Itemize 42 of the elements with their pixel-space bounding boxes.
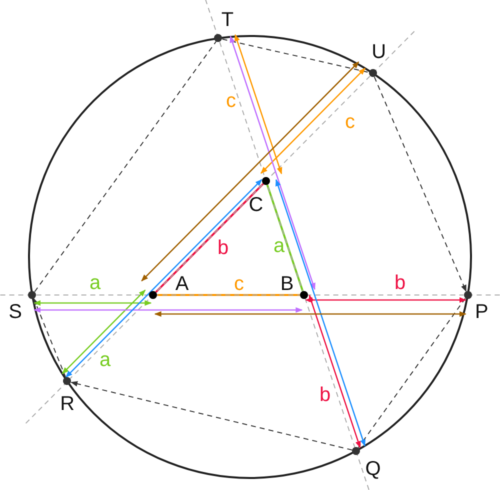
dashed-line bbox=[222, 38, 370, 73]
point-label: R bbox=[59, 393, 76, 416]
dashed-line bbox=[33, 298, 66, 378]
edge-label: b bbox=[393, 272, 407, 294]
length-arrow bbox=[308, 294, 361, 448]
edge-label: a bbox=[272, 235, 286, 257]
point-label: T bbox=[220, 9, 235, 32]
length-arrow bbox=[154, 311, 466, 317]
length-arrow bbox=[260, 68, 366, 174]
point-label: C bbox=[248, 194, 264, 216]
dashed-line bbox=[34, 41, 217, 292]
dashed-line bbox=[374, 76, 467, 292]
edge-label: c bbox=[225, 90, 237, 112]
edge-label: a bbox=[98, 349, 112, 371]
dashed-line bbox=[358, 298, 466, 448]
point-label: A bbox=[174, 273, 190, 295]
triangle-side bbox=[155, 183, 264, 293]
length-arrow bbox=[305, 297, 466, 303]
length-arrow bbox=[62, 290, 146, 374]
edge-label: c bbox=[233, 273, 245, 295]
dashed-line bbox=[70, 381, 353, 450]
triangle-side bbox=[266, 184, 304, 292]
edge-label: b bbox=[216, 237, 230, 259]
length-arrow bbox=[275, 179, 366, 447]
length-arrow bbox=[34, 307, 303, 313]
point-label: P bbox=[474, 301, 490, 323]
dashed-line bbox=[70, 76, 370, 380]
dashed-line bbox=[219, 42, 356, 448]
edge-label: a bbox=[88, 272, 102, 294]
length-arrow bbox=[234, 34, 282, 174]
edge-label: b bbox=[318, 384, 332, 406]
point-label: S bbox=[8, 301, 23, 323]
length-arrow bbox=[230, 36, 316, 290]
point-label: Q bbox=[364, 458, 382, 480]
point-label: U bbox=[370, 41, 388, 64]
length-arrow bbox=[65, 179, 262, 378]
length-arrow bbox=[141, 62, 360, 282]
edge-label: c bbox=[344, 111, 356, 133]
triangle-side bbox=[157, 294, 300, 296]
dashed-line bbox=[36, 294, 464, 296]
point-label: B bbox=[279, 273, 295, 295]
length-arrow bbox=[34, 300, 152, 306]
